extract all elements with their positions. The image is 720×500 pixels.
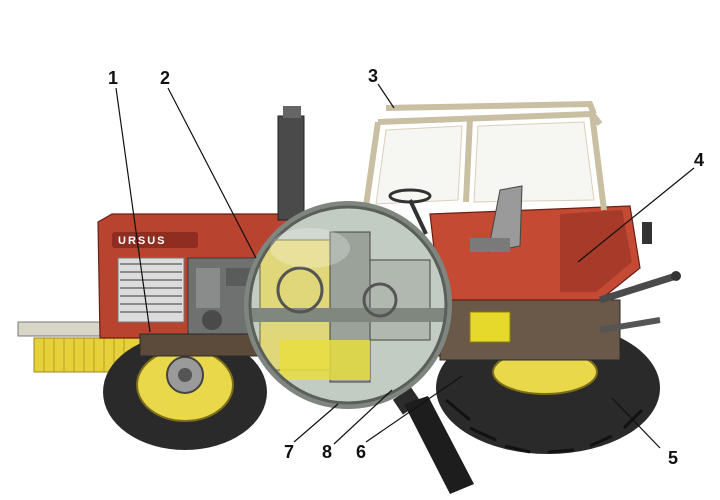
leader-5 [611,397,661,449]
brand-badge: URSUS [118,235,167,247]
leader-2 [167,87,257,259]
leader-3 [377,83,395,109]
callout-2: 2 [160,68,170,88]
callout-7: 7 [284,442,294,462]
callout-8: 8 [322,442,332,462]
callout-4: 4 [694,150,704,170]
cab-body [429,205,641,301]
leader-6 [365,375,463,443]
leader-7 [293,403,339,443]
cab-glass [375,121,595,205]
front-wheel [103,334,267,450]
leader-lines [115,83,695,449]
driver-seat [470,185,523,253]
callout-6: 6 [356,442,366,462]
leader-8 [333,389,393,445]
leader-4 [577,167,695,263]
magnifier [244,201,474,494]
callout-1: 1 [108,68,118,88]
rear-hitch [598,222,681,333]
steering-wheel [388,188,432,235]
leader-1 [115,87,151,333]
exhaust-stack [277,106,305,221]
cab-frame [363,100,607,211]
radiator-grille [117,257,185,323]
callout-3: 3 [368,66,378,86]
callout-5: 5 [668,448,678,468]
